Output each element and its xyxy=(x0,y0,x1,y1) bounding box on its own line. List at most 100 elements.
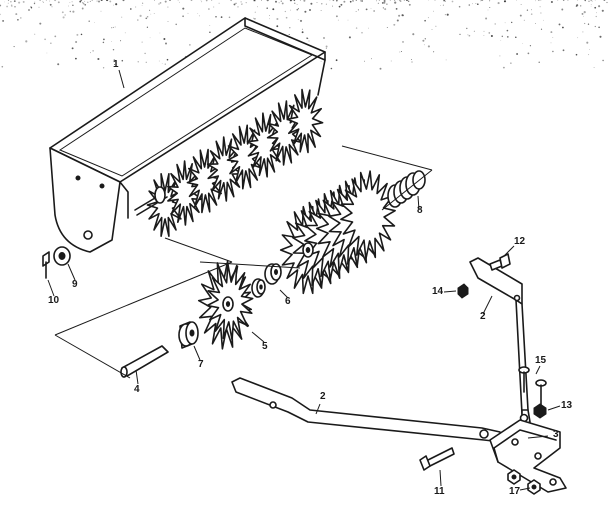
speckle-dot xyxy=(481,0,483,1)
speckle-dot xyxy=(282,2,284,4)
speckle-dot xyxy=(294,0,295,1)
speckle-dot xyxy=(373,10,374,11)
speckle-dot xyxy=(167,59,169,61)
part-large-spike-wheel xyxy=(281,171,395,293)
speckle-dot xyxy=(376,1,377,2)
speckle-dot xyxy=(62,11,64,13)
speckle-dot xyxy=(524,20,525,21)
speckle-dot xyxy=(68,6,69,7)
speckle-dot xyxy=(54,36,56,38)
speckle-dot xyxy=(140,15,142,17)
speckle-dot xyxy=(275,1,277,3)
speckle-dot xyxy=(269,18,270,19)
speckle-dot xyxy=(58,1,60,3)
speckle-dot xyxy=(115,26,116,27)
speckle-dot xyxy=(326,4,327,5)
speckle-dot xyxy=(412,33,414,35)
speckle-dot xyxy=(586,42,588,44)
speckle-dot xyxy=(422,40,424,42)
speckle-dot xyxy=(402,15,404,17)
speckle-dot xyxy=(44,38,46,40)
speckle-dot xyxy=(90,52,91,53)
speckle-dot xyxy=(49,1,50,2)
callout-2-drawbar: 2 xyxy=(320,392,326,402)
speckle-dot xyxy=(550,31,552,33)
speckle-dot xyxy=(123,0,125,1)
speckle-dot xyxy=(401,51,402,52)
speckle-dot xyxy=(101,0,103,1)
speckle-dot xyxy=(30,6,31,7)
speckle-dot xyxy=(6,6,8,8)
speckle-dot xyxy=(237,6,238,7)
speckle-dot xyxy=(445,1,446,2)
speckle-dot xyxy=(154,13,155,14)
speckle-dot xyxy=(197,13,198,14)
speckle-dot xyxy=(46,0,47,1)
speckle-dot xyxy=(63,16,65,18)
speckle-dot xyxy=(599,36,601,38)
speckle-dot xyxy=(14,0,16,2)
speckle-dot xyxy=(595,26,596,27)
speckle-dot xyxy=(254,18,256,20)
speckle-dot xyxy=(15,13,17,15)
speckle-dot xyxy=(394,0,395,1)
speckle-dot xyxy=(146,62,147,63)
speckle-dot xyxy=(125,32,126,33)
speckle-dot xyxy=(307,38,308,39)
speckle-dot xyxy=(488,32,490,34)
speckle-dot xyxy=(142,5,143,6)
speckle-dot xyxy=(349,36,351,38)
speckle-dot xyxy=(113,5,114,6)
speckle-dot xyxy=(386,3,387,4)
speckle-dot xyxy=(435,0,436,1)
speckle-dot xyxy=(142,42,143,43)
speckle-dot xyxy=(446,60,447,61)
speckle-dot xyxy=(304,11,306,13)
callout-13: 13 xyxy=(561,401,572,411)
speckle-dot xyxy=(266,7,267,8)
speckle-dot xyxy=(339,6,341,8)
speckle-dot xyxy=(286,17,288,19)
speckle-dot xyxy=(122,60,124,62)
speckle-dot xyxy=(515,37,517,39)
part-12-bolt xyxy=(490,254,510,270)
speckle-dot xyxy=(383,7,384,8)
callout-7: 7 xyxy=(198,360,204,370)
speckle-dot xyxy=(169,0,171,1)
part-9-washer xyxy=(54,247,70,265)
speckle-dot xyxy=(528,53,530,55)
speckle-dot xyxy=(109,0,111,2)
speckle-dot xyxy=(588,54,589,55)
speckle-dot xyxy=(371,58,372,59)
callout-4: 4 xyxy=(134,385,140,395)
speckle-dot xyxy=(28,9,30,11)
speckle-dot xyxy=(0,14,1,15)
speckle-dot xyxy=(384,8,386,10)
speckle-dot xyxy=(435,26,436,27)
speckle-dot xyxy=(160,33,161,34)
speckle-dot xyxy=(298,8,299,9)
speckle-dot xyxy=(563,0,565,1)
speckle-dot xyxy=(208,8,210,10)
speckle-dot xyxy=(596,16,597,17)
speckle-dot xyxy=(321,10,322,11)
speckle-dot xyxy=(0,5,1,7)
speckle-dot xyxy=(352,0,353,1)
speckle-dot xyxy=(387,27,388,28)
speckle-dot xyxy=(477,3,479,5)
speckle-dot xyxy=(147,27,148,28)
speckle-dot xyxy=(309,41,310,42)
speckle-dot xyxy=(348,20,349,21)
speckle-dot xyxy=(552,37,553,38)
speckle-dot xyxy=(443,5,444,6)
speckle-dot xyxy=(261,0,262,1)
speckle-dot xyxy=(594,67,595,68)
speckle-dot xyxy=(467,34,468,35)
callout-17: 17 xyxy=(509,487,520,497)
speckle-dot xyxy=(466,28,467,29)
speckle-dot xyxy=(428,17,429,18)
speckle-dot xyxy=(115,3,117,5)
spike-disc xyxy=(341,171,395,259)
speckle-dot xyxy=(219,3,220,4)
speckle-dot xyxy=(376,0,377,1)
